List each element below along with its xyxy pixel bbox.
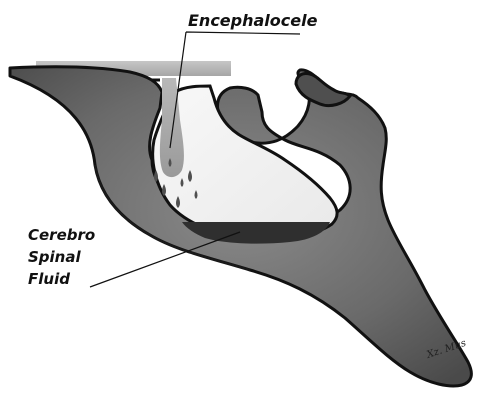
csf-label-line-1: Cerebro: [28, 226, 95, 244]
csf-label-line-3: Fluid: [28, 270, 70, 288]
encephalocele-label: Encephalocele: [188, 11, 318, 30]
posterior-lump: [296, 73, 350, 105]
csf-label-line-2: Spinal: [28, 248, 81, 266]
